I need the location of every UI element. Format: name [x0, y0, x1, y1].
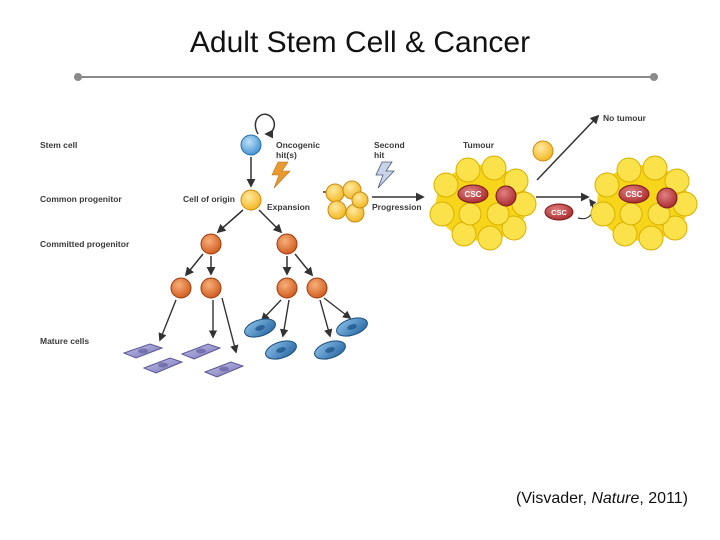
second-hit-lightning-icon: [375, 161, 395, 189]
committed-progenitor-right: [276, 233, 298, 255]
label-second: Second: [374, 140, 405, 150]
title-divider: [78, 76, 654, 78]
committed-progenitor-left: [200, 233, 222, 255]
primary-tumour: [429, 155, 537, 251]
label-expansion: Expansion: [267, 202, 310, 212]
citation-suffix: , 2011): [639, 490, 688, 507]
divider-left-dot: [74, 73, 82, 81]
csc-label-secondary: CSC: [626, 190, 643, 199]
arrow-to-mature-1: [158, 299, 177, 342]
divider-right-dot: [650, 73, 658, 81]
label-common-progenitor: Common progenitor: [40, 194, 122, 204]
mature-cells-blue: [244, 317, 368, 360]
citation-journal: Nature: [591, 490, 640, 507]
mature-cells-purple: [122, 343, 245, 378]
csc-self-renewal-arrow: [577, 198, 597, 220]
arrow-to-committed-right: [258, 209, 283, 234]
isolated-csc-cell: [544, 203, 574, 221]
committed-progenitor-rr: [306, 277, 328, 299]
committed-progenitor-ll: [170, 277, 192, 299]
label-no-tumour: No tumour: [603, 113, 647, 123]
arrow-to-committed-left: [216, 209, 244, 234]
arrow-to-mature-7: [323, 297, 352, 320]
stem-cell: [240, 134, 262, 156]
page-title: Adult Stem Cell & Cancer: [189, 26, 531, 59]
label-mature-cells: Mature cells: [40, 336, 89, 346]
self-renewal-arrow: [254, 113, 276, 139]
csc-label-isolated: CSC: [551, 208, 567, 217]
label-cell-of-origin: Cell of origin: [183, 194, 235, 204]
arrow-r-to-rr: [294, 253, 314, 277]
arrow-to-mature-3: [221, 297, 239, 354]
arrow-to-mature-4: [260, 299, 282, 322]
label-committed-progenitor: Committed progenitor: [40, 239, 130, 249]
csc-label-tumour: CSC: [465, 190, 482, 199]
label-oncogenic-hits: hit(s): [276, 150, 297, 160]
committed-progenitor-lr: [200, 277, 222, 299]
oncogenic-lightning-icon: [271, 161, 291, 189]
citation-prefix: (Visvader,: [516, 490, 592, 507]
non-csc-cell: [532, 140, 554, 162]
cell-of-origin: [240, 189, 262, 211]
label-progression: Progression: [372, 202, 422, 212]
arrow-to-mature-6: [319, 299, 333, 338]
label-second-hit: hit: [374, 150, 385, 160]
expanded-progenitor-cluster: [325, 180, 369, 223]
secondary-tumour: [590, 155, 698, 251]
label-stem-cell: Stem cell: [40, 140, 77, 150]
arrow-l-to-ll: [184, 253, 204, 277]
arrow-to-mature-5: [279, 299, 290, 338]
arrow-to-no-tumour: [536, 114, 600, 181]
citation: (Visvader, Nature, 2011): [460, 490, 688, 508]
committed-progenitor-rl: [276, 277, 298, 299]
label-tumour: Tumour: [463, 140, 495, 150]
label-oncogenic: Oncogenic: [276, 140, 320, 150]
